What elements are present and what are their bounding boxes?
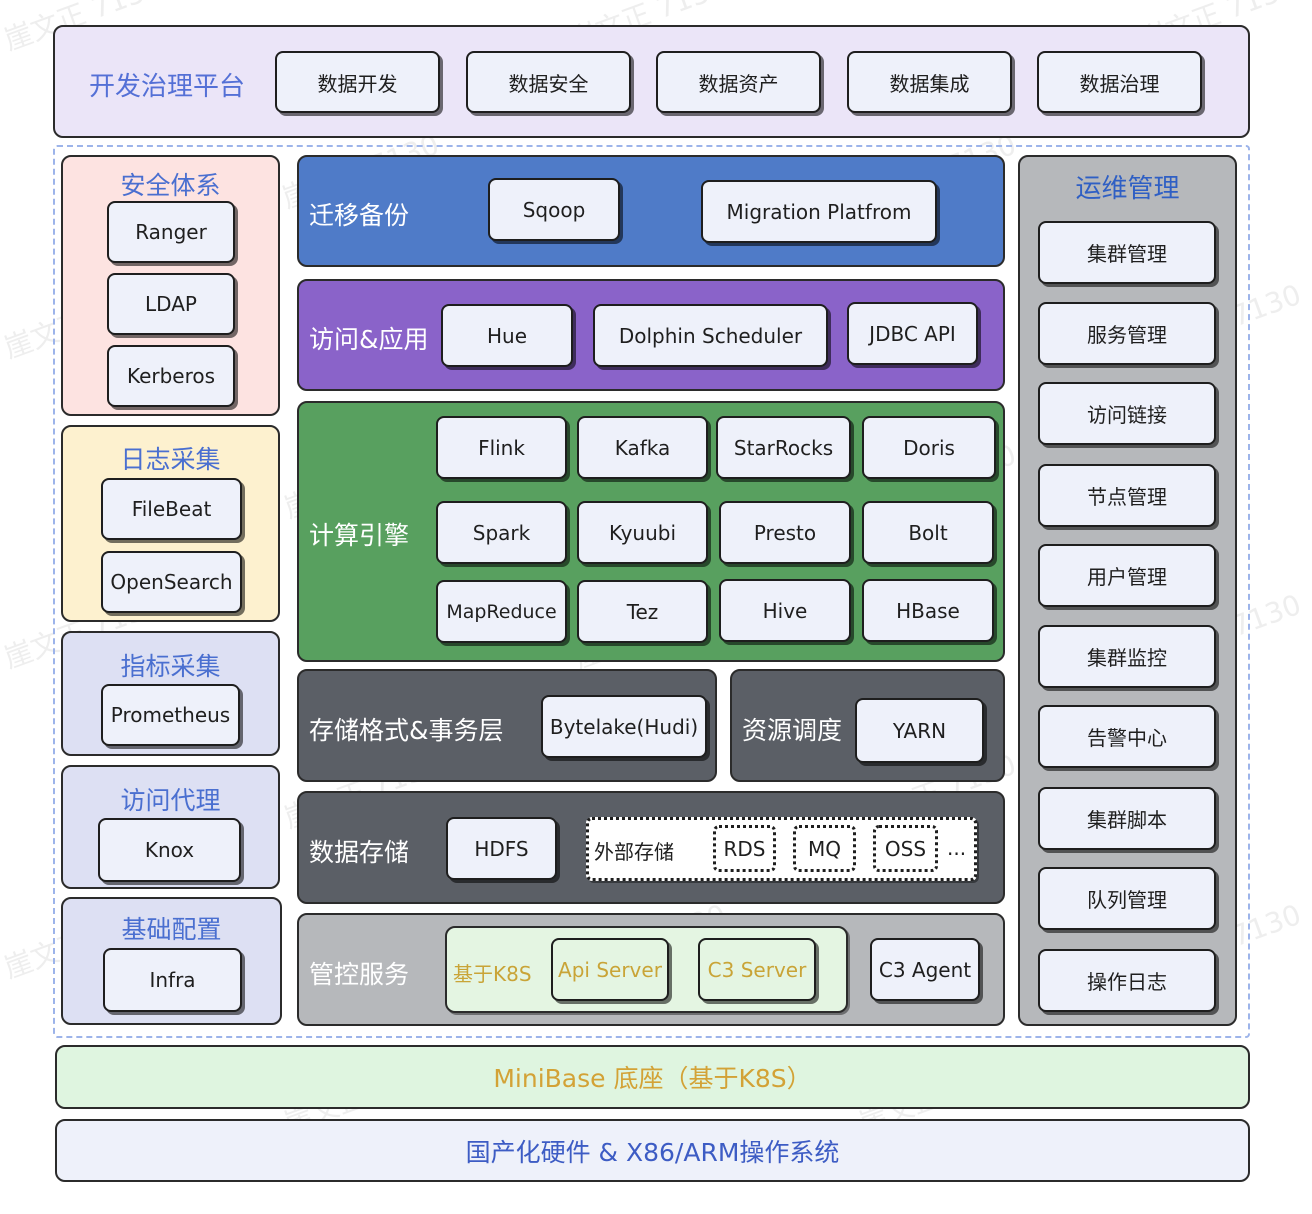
dev-governance-title: 开发治理平台 [89, 72, 246, 102]
jdbc-api-box: JDBC API [847, 302, 978, 365]
mapreduce-box: MapReduce [436, 580, 567, 643]
migration-backup-title: 迁移备份 [309, 201, 410, 230]
data-storage-title: 数据存储 [309, 838, 410, 867]
storage-format-title: 存储格式&事务层 [309, 716, 504, 745]
core-layer-frame [53, 145, 1250, 1038]
external-storage-label: 外部存储 [594, 840, 674, 864]
queue-management-box: 队列管理 [1038, 867, 1216, 930]
data-development-box: 数据开发 [275, 51, 440, 113]
cluster-management-box: 集群管理 [1038, 221, 1216, 284]
control-service-title: 管控服务 [309, 960, 410, 989]
hbase-box: HBase [862, 579, 994, 642]
hardware-os-layer: 国产化硬件 & X86/ARM操作系统 [55, 1119, 1250, 1182]
minibase-layer: MiniBase 底座（基于K8S） [55, 1045, 1250, 1109]
access-application-title: 访问&应用 [309, 325, 429, 354]
access-proxy-title: 访问代理 [120, 786, 221, 815]
opensearch-box: OpenSearch [101, 551, 242, 613]
data-integration-box: 数据集成 [847, 51, 1012, 113]
c3-server-box: C3 Server [698, 938, 816, 1001]
presto-box: Presto [719, 501, 851, 564]
security-system-title: 安全体系 [120, 171, 221, 200]
infra-box: Infra [103, 948, 242, 1012]
ops-management-title: 运维管理 [1075, 174, 1180, 204]
base-config-title: 基础配置 [121, 915, 222, 944]
migration-platform-box: Migration Platfrom [701, 180, 937, 243]
doris-box: Doris [862, 416, 996, 479]
operation-log-box: 操作日志 [1038, 949, 1216, 1012]
log-collection-title: 日志采集 [120, 445, 221, 474]
user-management-box: 用户管理 [1038, 544, 1216, 607]
ranger-box: Ranger [107, 201, 235, 263]
starrocks-box: StarRocks [716, 416, 851, 479]
cluster-scripts-box: 集群脚本 [1038, 787, 1216, 850]
bolt-box: Bolt [862, 501, 994, 564]
ldap-box: LDAP [107, 273, 235, 335]
service-management-box: 服务管理 [1038, 302, 1216, 365]
yarn-box: YARN [855, 698, 984, 763]
hue-box: Hue [441, 304, 573, 367]
kyuubi-box: Kyuubi [577, 501, 708, 564]
spark-box: Spark [436, 501, 567, 564]
kafka-box: Kafka [577, 416, 708, 479]
flink-box: Flink [436, 416, 567, 479]
knox-box: Knox [98, 818, 241, 882]
bytelake-hudi-box: Bytelake(Hudi) [541, 695, 707, 758]
k8s-group-label: 基于K8S [453, 962, 532, 986]
hive-box: Hive [719, 579, 851, 642]
oss-box: OSS [873, 825, 938, 872]
c3-agent-box: C3 Agent [870, 938, 980, 1001]
compute-engine-title: 计算引擎 [309, 521, 410, 550]
filebeat-box: FileBeat [101, 478, 242, 540]
data-governance-box: 数据治理 [1037, 51, 1202, 113]
node-management-box: 节点管理 [1038, 464, 1216, 527]
dolphin-scheduler-box: Dolphin Scheduler [593, 304, 828, 367]
data-assets-box: 数据资产 [656, 51, 821, 113]
rds-box: RDS [713, 825, 776, 872]
data-security-box: 数据安全 [466, 51, 631, 113]
external-storage-ellipsis: ... [947, 836, 967, 860]
sqoop-box: Sqoop [488, 178, 620, 241]
mq-box: MQ [793, 825, 856, 872]
metrics-collection-title: 指标采集 [120, 652, 221, 681]
access-links-box: 访问链接 [1038, 382, 1216, 445]
tez-box: Tez [577, 580, 708, 643]
api-server-box: Api Server [551, 938, 669, 1001]
resource-scheduling-title: 资源调度 [742, 716, 843, 745]
cluster-monitoring-box: 集群监控 [1038, 625, 1216, 688]
alert-center-box: 告警中心 [1038, 705, 1216, 768]
prometheus-box: Prometheus [101, 684, 240, 746]
hdfs-box: HDFS [446, 817, 557, 880]
kerberos-box: Kerberos [107, 345, 235, 407]
